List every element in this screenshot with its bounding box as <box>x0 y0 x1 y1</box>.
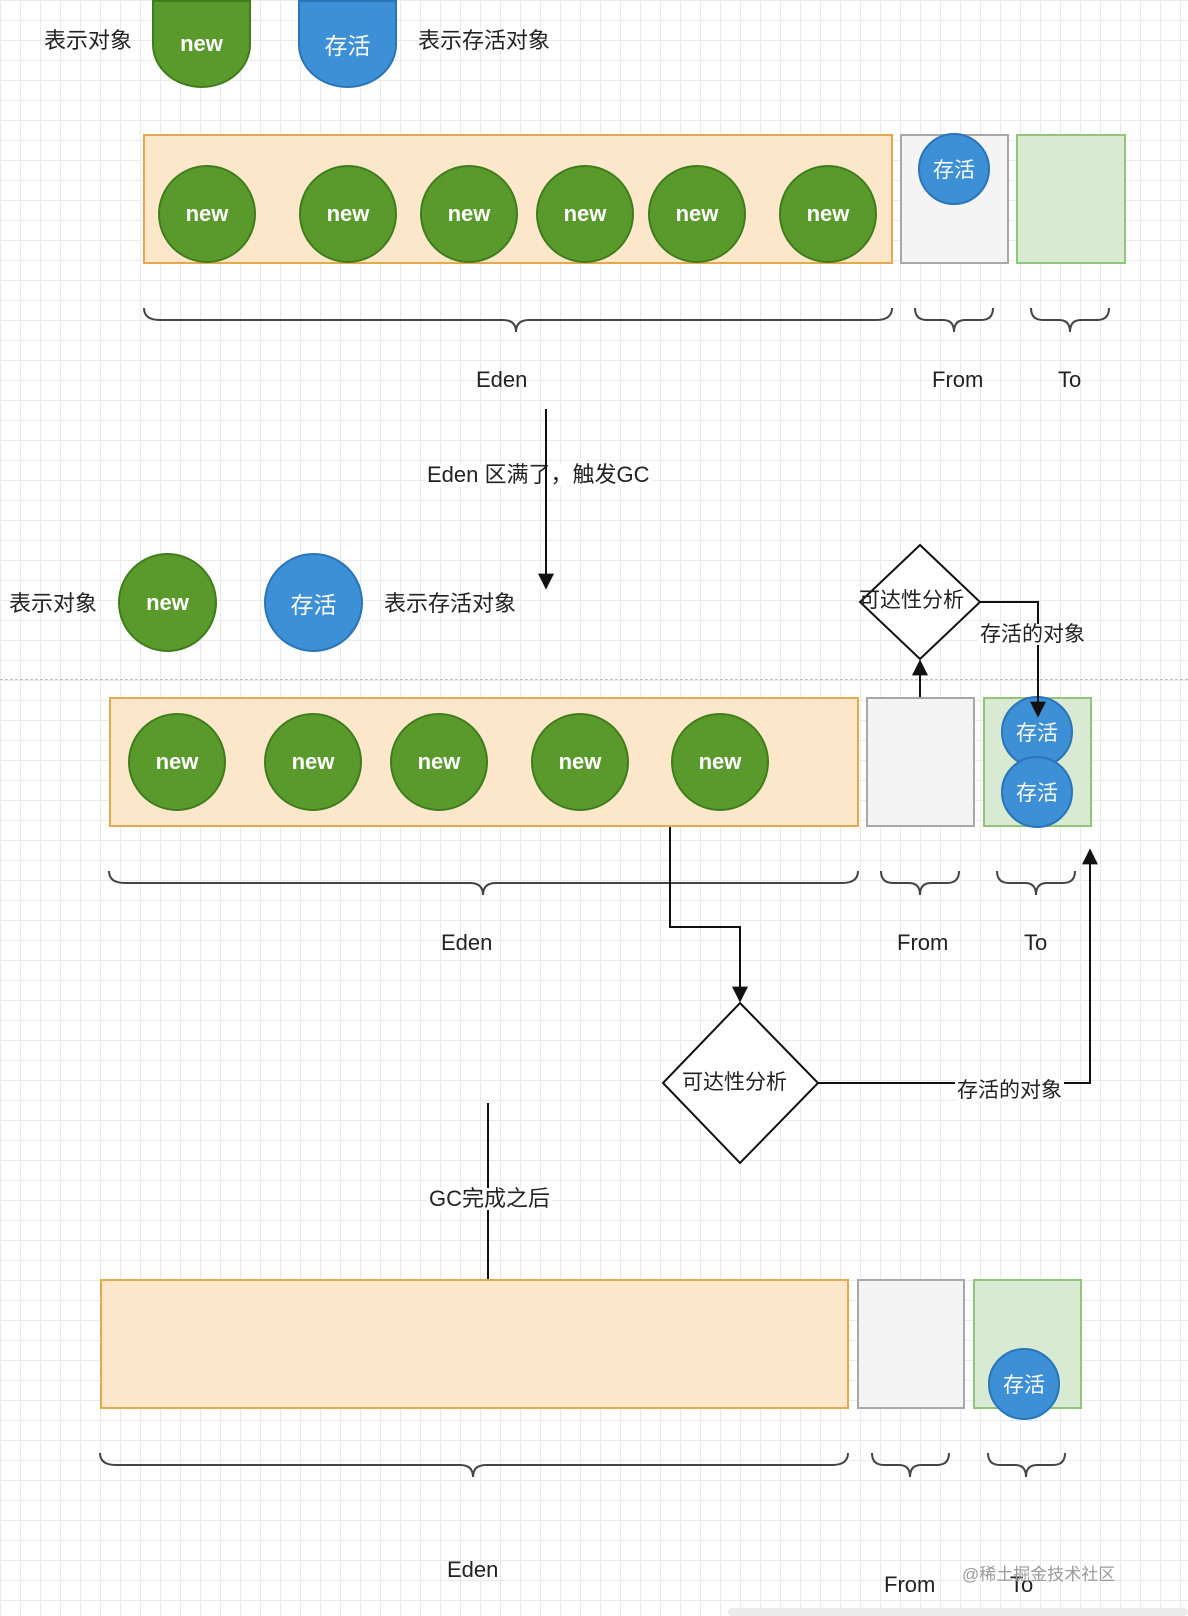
object-label: new <box>417 749 461 774</box>
survivor-edge-top-label: 存活的对象 <box>978 623 1087 646</box>
stage2-new-object: new <box>671 713 769 811</box>
watermark: @稀土掘金技术社区 <box>962 1565 1116 1584</box>
stage3-from-box <box>857 1279 965 1409</box>
object-label: 存活 <box>933 159 975 182</box>
object-label: 存活 <box>1016 722 1058 745</box>
stage2-new-object: new <box>128 713 226 811</box>
stage1-eden-brace <box>143 307 893 333</box>
divider-line <box>0 679 1188 680</box>
horizontal-scrollbar[interactable] <box>728 1608 1188 1616</box>
object-label: new <box>155 749 199 774</box>
eden-to-diamond-arrow <box>669 827 748 1003</box>
stage2-to-brace <box>996 870 1076 896</box>
stage1-new-object: new <box>158 165 256 263</box>
object-label: 存活 <box>1003 1374 1045 1397</box>
stage3-eden-label: Eden <box>447 1557 499 1582</box>
legend2-object-label: 表示对象 <box>9 591 98 616</box>
stage2-from-label: From <box>897 930 949 955</box>
object-label: new <box>698 749 742 774</box>
object-label: new <box>558 749 602 774</box>
stage2-to-label: To <box>1024 930 1048 955</box>
stage2-from-brace <box>880 870 960 896</box>
stage1-to-label: To <box>1058 367 1082 392</box>
stage3-to-label: To <box>1010 1572 1034 1597</box>
stage2-new-object: new <box>264 713 362 811</box>
stage1-new-object: new <box>420 165 518 263</box>
stage3-to-brace <box>987 1452 1066 1478</box>
legend2-alive-text: 存活 <box>290 591 337 618</box>
legend-alive-text: 存活 <box>324 33 371 59</box>
stage2-eden-brace <box>108 870 859 896</box>
legend-new-circle: new <box>152 0 251 88</box>
stage1-from-label: From <box>932 367 984 392</box>
object-label: new <box>447 201 491 226</box>
object-label: 存活 <box>1016 782 1058 805</box>
legend-object-label: 表示对象 <box>44 28 133 53</box>
stage1-new-object: new <box>779 165 877 263</box>
stage1-alive-object: 存活 <box>918 133 990 205</box>
stage1-new-object: new <box>536 165 634 263</box>
stage1-eden-label: Eden <box>476 367 528 392</box>
stage1-new-object: new <box>299 165 397 263</box>
object-label: new <box>326 201 370 226</box>
stage1-to-box <box>1016 134 1126 264</box>
stage3-alive-object: 存活 <box>988 1348 1060 1420</box>
stage3-eden-box <box>100 1279 849 1409</box>
reachability-top-label: 可达性分析 <box>859 589 964 612</box>
stage1-new-object: new <box>648 165 746 263</box>
transition2-label: GC完成之后 <box>427 1186 553 1211</box>
object-label: new <box>675 201 719 226</box>
stage2-new-object: new <box>531 713 629 811</box>
legend-alive-circle: 存活 <box>298 0 397 88</box>
object-label: new <box>806 201 850 226</box>
bottom-survivor-arrow <box>818 848 1098 1084</box>
legend2-alive-circle: 存活 <box>264 553 363 652</box>
object-label: new <box>291 749 335 774</box>
stage2-eden-label: Eden <box>441 930 493 955</box>
stage1-eden-box <box>143 134 893 264</box>
stage1-to-brace <box>1030 307 1110 333</box>
object-label: new <box>185 201 229 226</box>
stage3-from-label: From <box>884 1572 936 1597</box>
legend-alive-object-label: 表示存活对象 <box>418 28 551 53</box>
stage2-new-object: new <box>390 713 488 811</box>
reachability-bottom-label: 可达性分析 <box>682 1071 787 1094</box>
legend2-alive-object-label: 表示存活对象 <box>384 591 517 616</box>
legend2-new-text: new <box>146 589 189 615</box>
transition1-label: Eden 区满了，触发GC <box>425 462 652 487</box>
object-label: new <box>563 201 607 226</box>
legend-new-text: new <box>180 31 223 56</box>
stage3-eden-brace <box>99 1452 849 1478</box>
stage2-alive-object: 存活 <box>1001 756 1073 828</box>
stage1-from-brace <box>914 307 994 333</box>
legend2-new-circle: new <box>118 553 217 652</box>
stage2-from-box <box>866 697 975 827</box>
stage3-from-brace <box>871 1452 950 1478</box>
survivor-edge-bottom-label: 存活的对象 <box>955 1079 1064 1102</box>
